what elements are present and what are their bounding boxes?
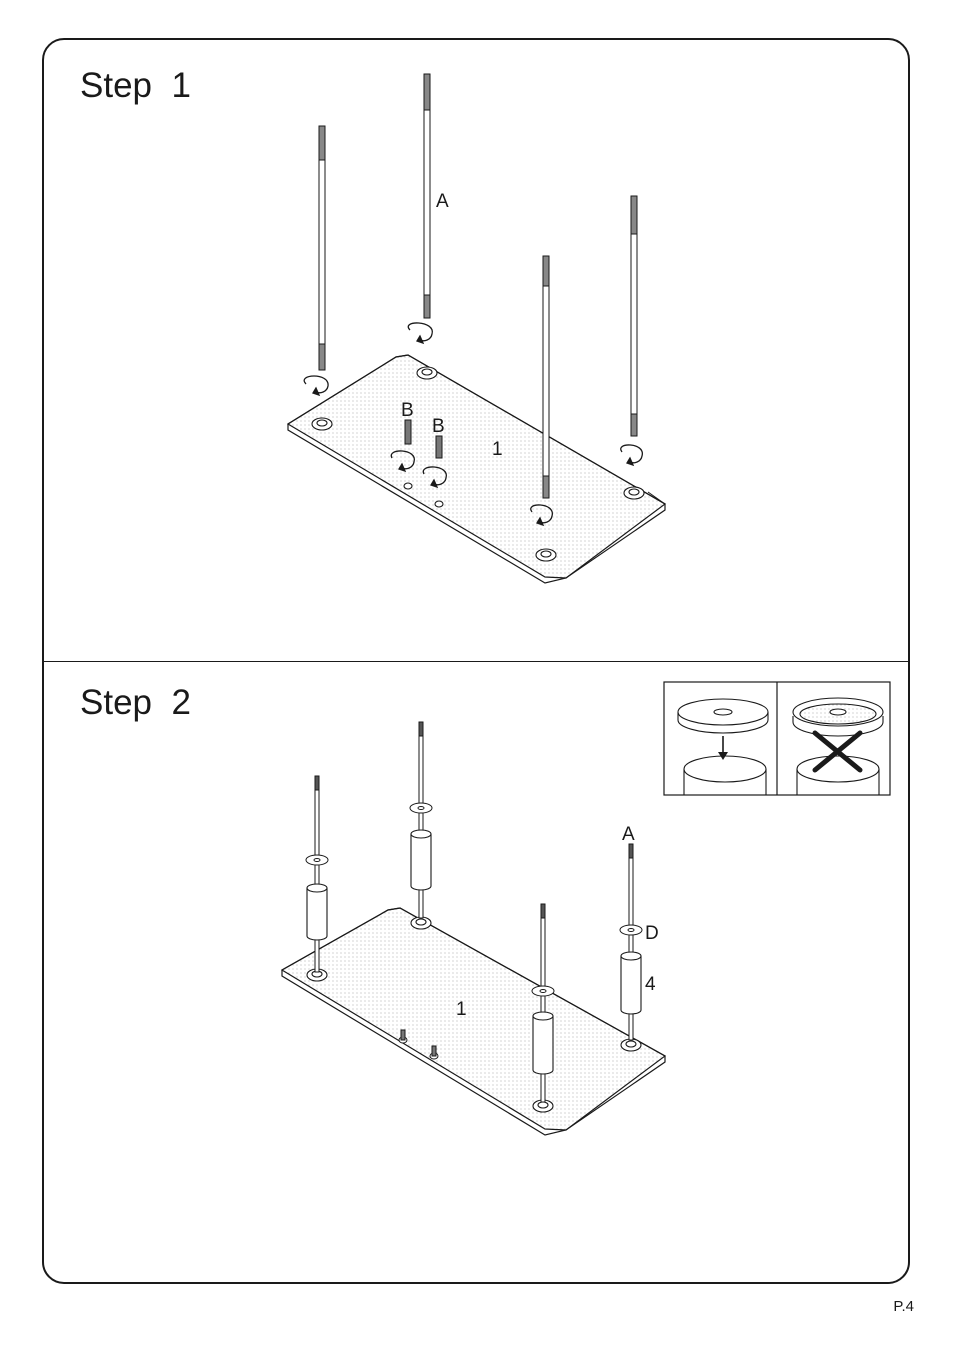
label-panel-1-step2: 1 — [456, 999, 467, 1020]
washer-orientation-inset — [664, 682, 890, 795]
label-tube-4: 4 — [645, 974, 656, 995]
step-1-diagram: A B B 1 — [288, 74, 665, 583]
label-rod-a-step2: A — [622, 824, 635, 845]
label-washer-d: D — [645, 923, 659, 944]
label-panel-1: 1 — [492, 439, 503, 460]
label-bolt-b-1: B — [401, 400, 414, 421]
panel-1-step2 — [282, 908, 665, 1135]
panel-1 — [288, 355, 665, 583]
step-2-diagram: A D 4 1 — [282, 682, 890, 1135]
label-rod-a: A — [436, 191, 449, 212]
label-bolt-b-2: B — [432, 416, 445, 437]
